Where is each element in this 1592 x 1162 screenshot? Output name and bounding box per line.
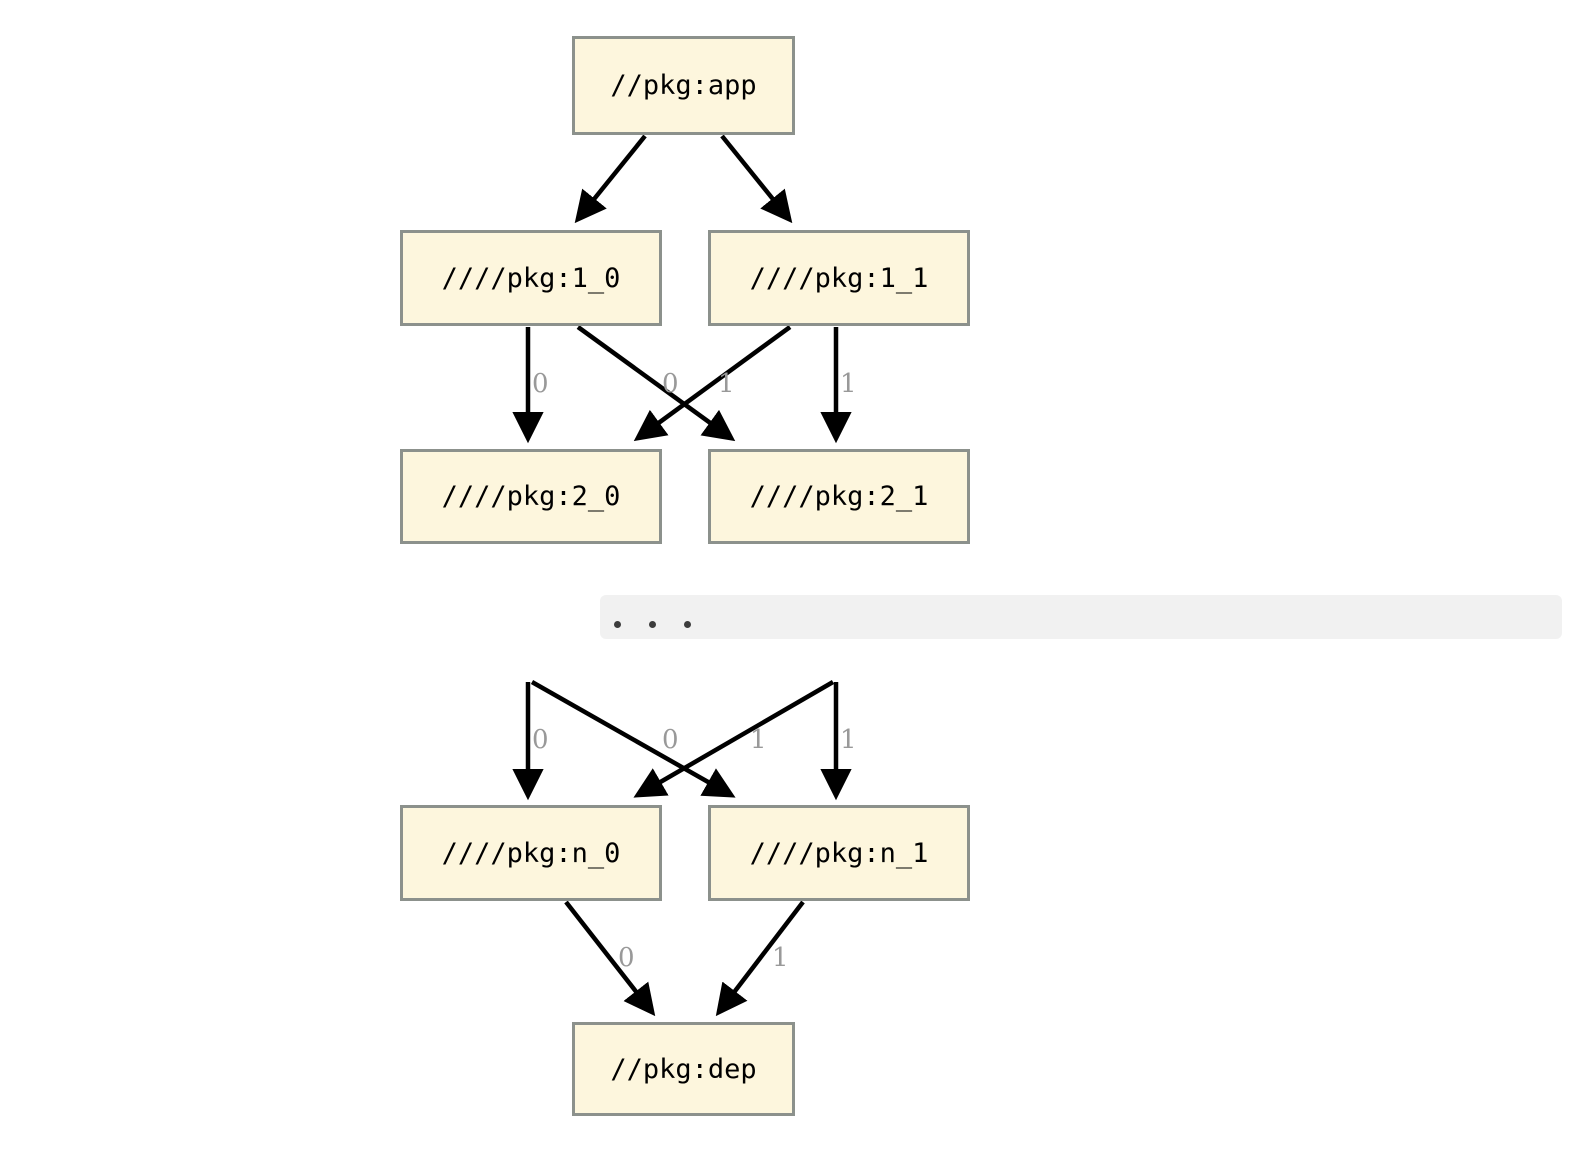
- node-pkg-n_0[interactable]: ////pkg:n_0: [400, 805, 662, 901]
- ellipsis-dot: [684, 621, 691, 628]
- node-app[interactable]: //pkg:app: [572, 36, 795, 135]
- edge-label: 1: [750, 725, 767, 755]
- node-label: ////pkg:n_0: [441, 837, 621, 869]
- node-pkg-1_0[interactable]: ////pkg:1_0: [400, 230, 662, 326]
- node-pkg-2_1[interactable]: ////pkg:2_1: [708, 449, 970, 544]
- node-label: //pkg:app: [610, 70, 757, 101]
- node-label: ////pkg:2_0: [441, 481, 621, 512]
- ellipsis-icon: [614, 621, 691, 628]
- edge-1_0-to-2_1: [576, 325, 736, 442]
- node-label: //pkg:dep: [610, 1053, 757, 1085]
- node-label: ////pkg:2_1: [749, 481, 929, 512]
- edge-label: 1: [718, 369, 735, 399]
- ellipsis-dot: [649, 621, 656, 628]
- edge-n_1-to-dep: [715, 900, 805, 1017]
- node-pkg-n_1[interactable]: ////pkg:n_1: [708, 805, 970, 901]
- edge-1_1-to-2_0: [633, 325, 792, 442]
- edge-app-to-1_0: [574, 134, 647, 224]
- ellipsis-dot: [614, 621, 621, 628]
- edge-label: 0: [662, 725, 679, 755]
- edge-label: 1: [840, 725, 857, 755]
- edge-label: 0: [532, 369, 549, 399]
- ellipsis-collapsed-bar[interactable]: [600, 595, 1562, 639]
- node-pkg-1_1[interactable]: ////pkg:1_1: [708, 230, 970, 326]
- edge-label: 1: [840, 369, 857, 399]
- node-label: ////pkg:1_0: [441, 262, 621, 294]
- edge-label: 1: [772, 943, 789, 973]
- node-pkg-2_0[interactable]: ////pkg:2_0: [400, 449, 662, 544]
- node-label: ////pkg:n_1: [749, 837, 929, 869]
- node-dep[interactable]: //pkg:dep: [572, 1022, 795, 1116]
- edge-above-to-n_0-cross: [633, 680, 835, 798]
- edge-above-to-n_1-cross: [530, 680, 736, 798]
- edge-label: 0: [618, 943, 635, 973]
- edge-label: 0: [532, 725, 549, 755]
- edge-label: 0: [662, 369, 679, 399]
- edge-app-to-1_1: [720, 134, 793, 224]
- edge-n_0-to-dep: [564, 900, 656, 1017]
- node-label: ////pkg:1_1: [749, 262, 929, 294]
